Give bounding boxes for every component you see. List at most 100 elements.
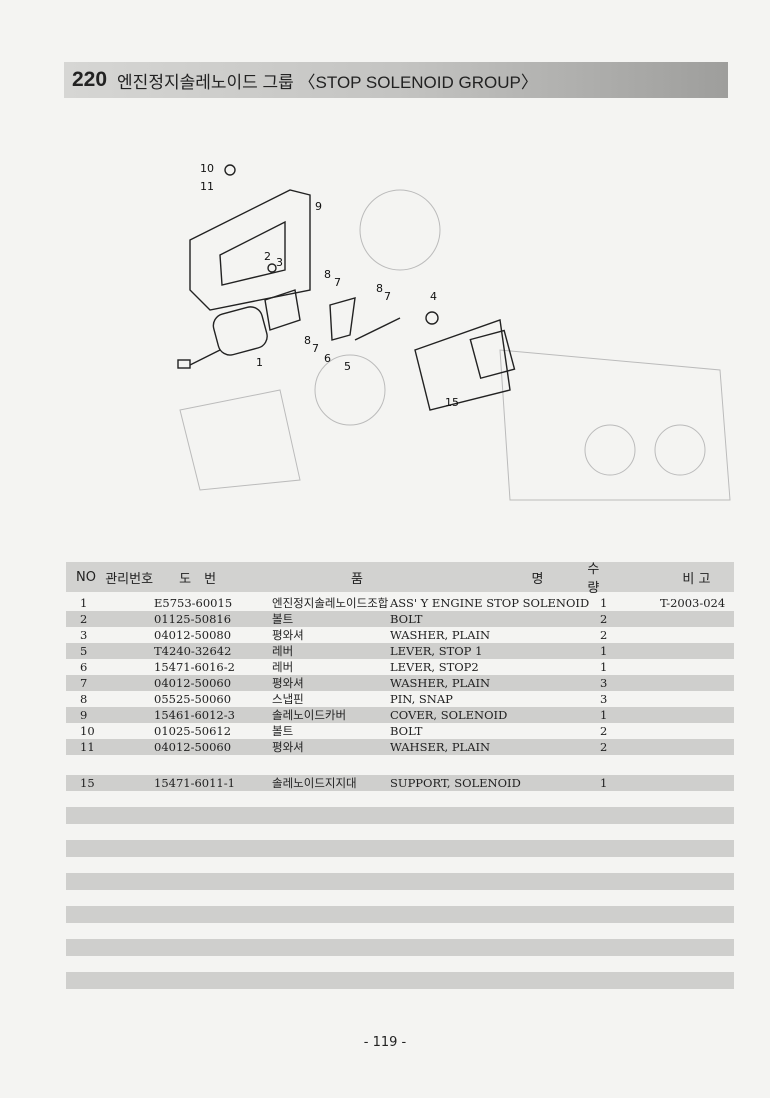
table-row: 8 05525-50060 스냅핀 PIN, SNAP 3 bbox=[66, 691, 734, 707]
part-name-en: PIN, SNAP bbox=[390, 692, 453, 706]
svg-text:9: 9 bbox=[315, 200, 322, 213]
svg-text:3: 3 bbox=[276, 256, 283, 269]
empty-row bbox=[66, 972, 734, 989]
quantity: 2 bbox=[600, 628, 608, 642]
part-name-kr: 평와셔 bbox=[272, 628, 304, 642]
quantity: 1 bbox=[600, 644, 608, 658]
part-number: T4240-32642 bbox=[154, 644, 232, 658]
header-qty: 수 량 bbox=[587, 562, 600, 596]
svg-text:8: 8 bbox=[324, 268, 331, 281]
parts-table: NO 관리번호 도 번 품 명 수 량 비 고 1 E5753-60015 엔진정지… bbox=[66, 562, 734, 989]
solenoid-cover bbox=[189, 189, 311, 311]
part-name-en: BOLT bbox=[390, 612, 423, 626]
table-row: 9 15461-6012-3 솔레노이드카버 COVER, SOLENOID 1 bbox=[66, 707, 734, 723]
stop-lever-5 bbox=[354, 317, 401, 341]
part-name-kr: 솔레노이드지지대 bbox=[272, 776, 357, 790]
part-number: E5753-60015 bbox=[154, 596, 233, 610]
table-row: 5 T4240-32642 레버 LEVER, STOP 1 1 bbox=[66, 643, 734, 659]
part-name-en: WAHSER, PLAIN bbox=[390, 740, 491, 754]
item-no: 7 bbox=[80, 676, 88, 690]
svg-text:2: 2 bbox=[264, 250, 271, 263]
section-number: 220 bbox=[72, 68, 108, 91]
item-no: 8 bbox=[80, 692, 88, 706]
item-no: 15 bbox=[80, 776, 95, 790]
section-header: 220 엔진정지솔레노이드 그룹 〈STOP SOLENOID GROUP〉 bbox=[64, 62, 728, 98]
quantity: 3 bbox=[600, 692, 608, 706]
header-name-kr: 품 bbox=[351, 571, 364, 587]
svg-text:5: 5 bbox=[344, 360, 351, 373]
item-no: 5 bbox=[80, 644, 88, 658]
svg-text:7: 7 bbox=[312, 342, 319, 355]
svg-text:1: 1 bbox=[256, 356, 263, 369]
svg-text:6: 6 bbox=[324, 352, 331, 365]
header-no: NO bbox=[76, 569, 96, 585]
header-mgmt-no: 관리번호 bbox=[105, 571, 154, 587]
item-no: 2 bbox=[80, 612, 88, 626]
empty-row bbox=[66, 939, 734, 956]
quantity: 1 bbox=[600, 708, 608, 722]
empty-row bbox=[66, 906, 734, 923]
faded-background-drawing bbox=[179, 189, 731, 501]
quantity: 3 bbox=[600, 676, 608, 690]
item-no: 6 bbox=[80, 660, 88, 674]
svg-text:10: 10 bbox=[200, 162, 214, 175]
solenoid-body bbox=[212, 306, 268, 356]
quantity: 1 bbox=[600, 660, 608, 674]
support-bracket bbox=[414, 319, 511, 411]
table-header: NO 관리번호 도 번 품 명 수 량 비 고 bbox=[66, 562, 734, 596]
item-no: 3 bbox=[80, 628, 88, 642]
svg-text:15: 15 bbox=[445, 396, 459, 409]
part-name-kr: 레버 bbox=[272, 660, 294, 674]
exploded-parts-diagram: 10 11 9 2 3 8 7 8 7 4 8 7 6 5 1 15 bbox=[177, 162, 731, 501]
table-row: 6 15471-6016-2 레버 LEVER, STOP2 1 bbox=[66, 659, 734, 675]
quantity: 2 bbox=[600, 612, 608, 626]
page-number: - 119 - bbox=[363, 1035, 407, 1050]
svg-text:7: 7 bbox=[384, 290, 391, 303]
part-name-kr: 평와셔 bbox=[272, 676, 304, 690]
part-name-kr: 볼트 bbox=[272, 724, 294, 738]
part-name-kr: 엔진정지솔레노이드조합 bbox=[272, 596, 389, 610]
section-title: 엔진정지솔레노이드 그룹 〈STOP SOLENOID GROUP〉 bbox=[117, 72, 538, 92]
svg-text:8: 8 bbox=[376, 282, 383, 295]
empty-row bbox=[66, 807, 734, 824]
part-number: 01025-50612 bbox=[154, 724, 232, 738]
part-name-en: ASS' Y ENGINE STOP SOLENOID bbox=[390, 596, 590, 610]
stop-lever-6 bbox=[329, 297, 356, 341]
part-number: 04012-50060 bbox=[154, 740, 232, 754]
item-no: 9 bbox=[80, 708, 88, 722]
header-name-en: 명 bbox=[531, 571, 544, 587]
part-number: 15461-6012-3 bbox=[154, 708, 235, 722]
part-number: 15471-6011-1 bbox=[154, 776, 235, 790]
header-remark: 비 고 bbox=[682, 571, 711, 587]
svg-text:8: 8 bbox=[304, 334, 311, 347]
quantity: 1 bbox=[600, 776, 608, 790]
empty-row bbox=[66, 873, 734, 890]
part-name-en: BOLT bbox=[390, 724, 423, 738]
callout-labels: 10 11 9 2 3 8 7 8 7 4 8 7 6 5 1 15 bbox=[200, 162, 459, 409]
part-name-en: COVER, SOLENOID bbox=[390, 708, 508, 722]
part-name-en: LEVER, STOP 1 bbox=[390, 644, 483, 658]
part-name-kr: 솔레노이드카버 bbox=[272, 708, 347, 722]
svg-text:7: 7 bbox=[334, 276, 341, 289]
item-no: 10 bbox=[80, 724, 95, 738]
part-name-en: LEVER, STOP2 bbox=[390, 660, 479, 674]
part-name-kr: 스냅핀 bbox=[272, 692, 304, 706]
part-name-kr: 평와셔 bbox=[272, 740, 304, 754]
quantity: 2 bbox=[600, 740, 608, 754]
empty-row bbox=[66, 840, 734, 857]
quantity: 1 bbox=[600, 596, 608, 610]
item-no: 1 bbox=[80, 596, 88, 610]
quantity: 2 bbox=[600, 724, 608, 738]
part-number: 15471-6016-2 bbox=[154, 660, 235, 674]
svg-text:4: 4 bbox=[430, 290, 437, 303]
part-number: 01125-50816 bbox=[154, 612, 232, 626]
part-name-en: WASHER, PLAIN bbox=[390, 676, 491, 690]
part-number: 05525-50060 bbox=[154, 692, 232, 706]
part-name-kr: 레버 bbox=[272, 644, 294, 658]
